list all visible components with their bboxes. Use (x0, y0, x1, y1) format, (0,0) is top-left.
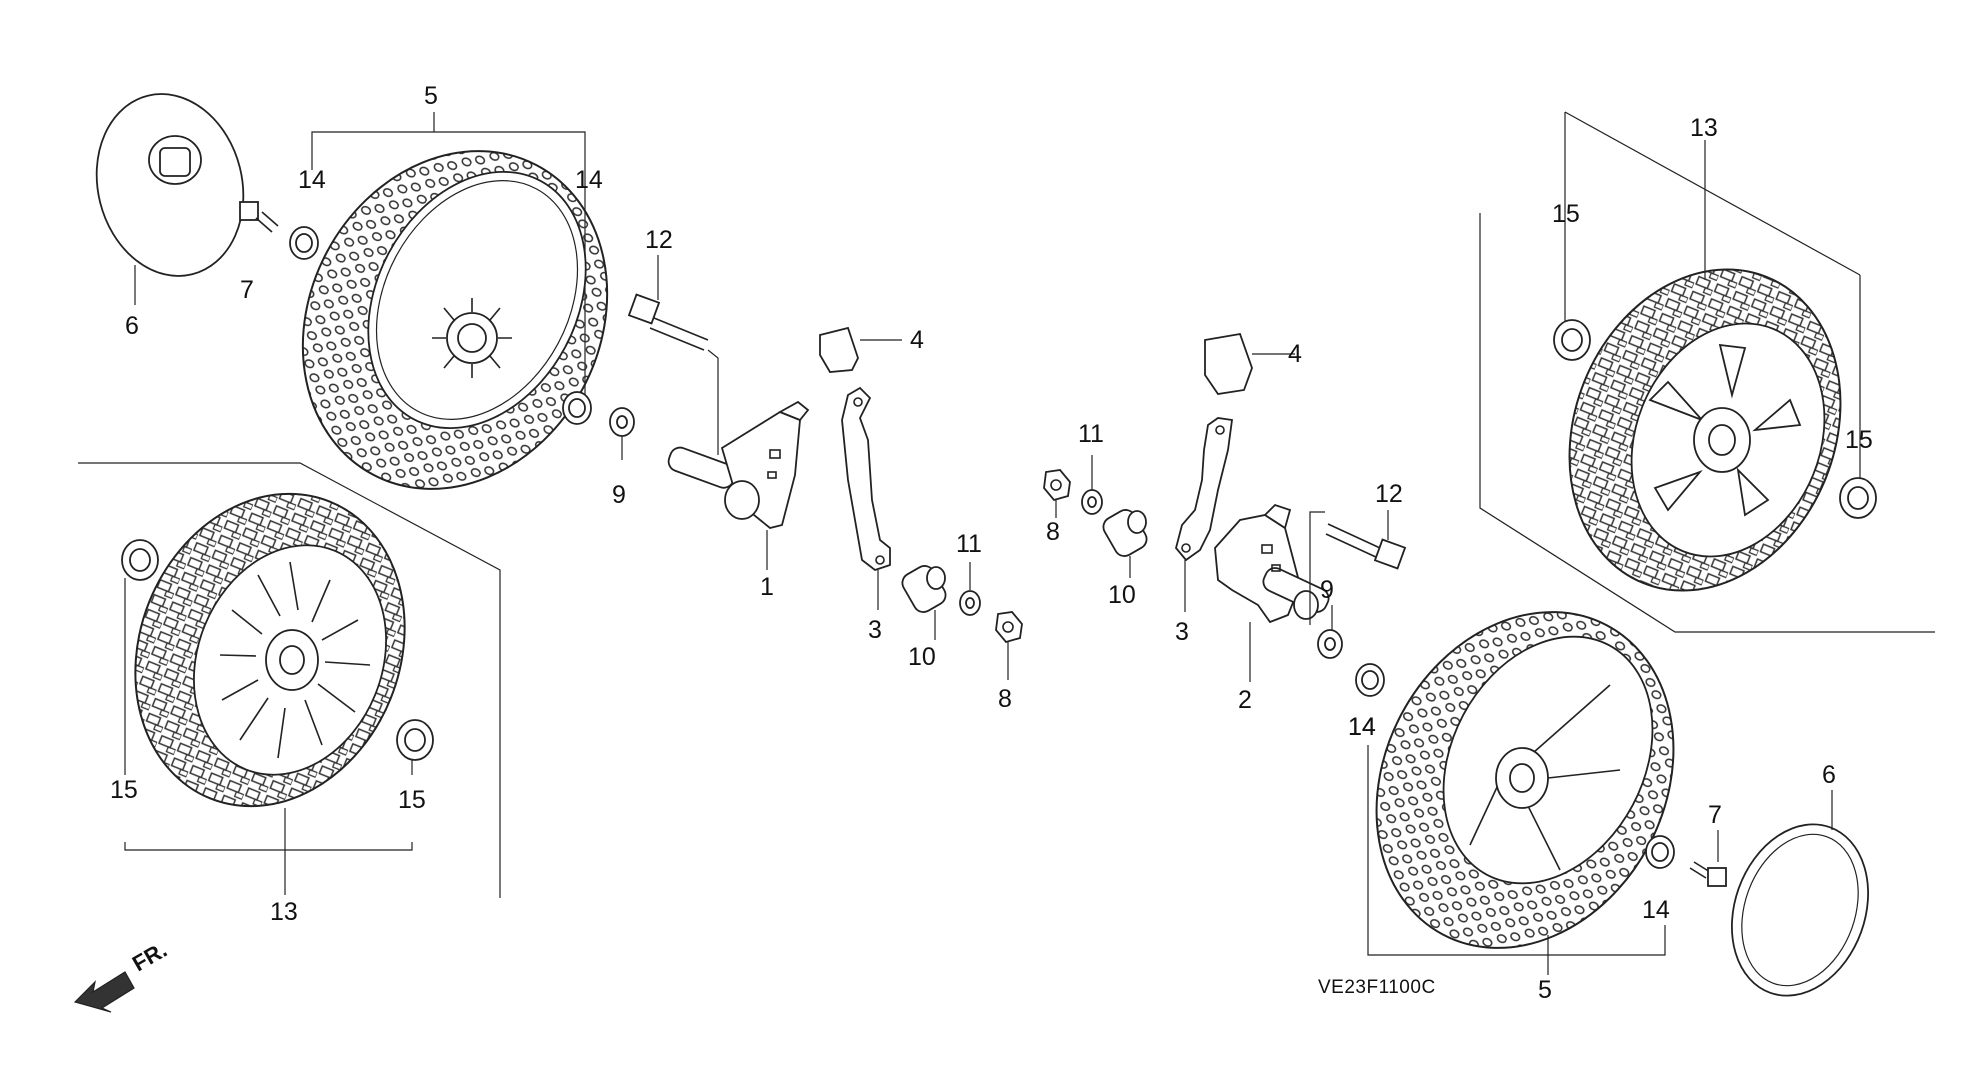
callout-11: 11 (1078, 420, 1104, 448)
rear-right-frame-line (1479, 213, 1935, 633)
callout-7: 7 (240, 276, 254, 304)
nut-8-left (995, 611, 1023, 680)
bracket-line-13-right (1564, 111, 1861, 276)
cap-4-right (1204, 332, 1295, 395)
callout-8: 8 (998, 685, 1012, 713)
link-3-left (841, 386, 891, 610)
callout-15: 15 (110, 776, 138, 804)
callout-13: 13 (1690, 114, 1718, 142)
nut-15-right-b (1839, 477, 1877, 519)
hubcap-6-right (1731, 790, 1869, 997)
link-3-right (1175, 417, 1234, 612)
nut-15-left-b (396, 719, 434, 775)
bolt-12-right (1309, 510, 1407, 625)
wheel-5-right (1375, 611, 1675, 975)
callout-14: 14 (1642, 896, 1670, 924)
callout-14: 14 (1348, 713, 1376, 741)
callout-14: 14 (575, 166, 603, 194)
nut-15-left-a (121, 539, 159, 775)
nut-14-right-a (1355, 663, 1666, 956)
callout-5: 5 (424, 82, 438, 110)
wheel-13-right (1568, 268, 1842, 592)
hub-star-5-left (432, 298, 512, 378)
washer-11-right (1081, 455, 1103, 515)
nut-14-left-upper (289, 226, 319, 260)
callout-12: 12 (645, 226, 673, 254)
diagram-code: VE23F1100C (1318, 977, 1436, 998)
spacer-10-left (901, 565, 947, 640)
washer-9-right (1317, 605, 1343, 659)
callout-15: 15 (1845, 426, 1873, 454)
callout-5: 5 (1538, 976, 1552, 1004)
spacer-10-right (1102, 509, 1148, 578)
bolt-12-left (627, 255, 719, 455)
callout-6: 6 (125, 312, 139, 340)
spokes-5-right (1469, 684, 1621, 871)
wheel-5-left (301, 150, 609, 490)
callout-9: 9 (612, 481, 626, 509)
nut-14-left-lower (562, 391, 592, 425)
callout-8: 8 (1046, 518, 1060, 546)
callout-7: 7 (1708, 801, 1722, 829)
nut-14-right-b (1645, 835, 1675, 869)
callout-15: 15 (398, 786, 426, 814)
callout-4: 4 (910, 326, 924, 354)
direction-label: FR. (128, 937, 171, 976)
callout-14: 14 (1348, 713, 1376, 741)
washer-11-left (959, 562, 981, 616)
callout-1: 1 (760, 573, 774, 601)
callout-9: 9 (1320, 576, 1334, 604)
callout-12: 12 (1375, 480, 1403, 508)
lever-1 (667, 400, 810, 570)
bolt-7-left (239, 201, 279, 233)
callout-6: 6 (1822, 761, 1836, 789)
callout-4: 4 (1288, 340, 1302, 368)
callout-3: 3 (868, 616, 882, 644)
cap-4-left (819, 326, 902, 373)
rear-left-frame-line (78, 462, 501, 898)
lever-2 (1214, 503, 1330, 682)
wheel-13-left (124, 492, 413, 895)
callout-3: 3 (1175, 618, 1189, 646)
callout-2: 2 (1238, 686, 1252, 714)
nut-8-right (1043, 469, 1071, 518)
nut-15-right-a (1553, 319, 1591, 361)
front-direction-arrow: FR. (73, 937, 171, 1013)
washer-9-left (609, 407, 635, 460)
callout-14: 14 (298, 166, 326, 194)
callout-13: 13 (270, 898, 298, 926)
bolt-7-right (1689, 830, 1727, 887)
spokes-13-right (1648, 343, 1802, 517)
callout-10: 10 (1108, 581, 1136, 609)
hubcap-6-left (95, 93, 245, 305)
callout-15: 15 (1552, 200, 1580, 228)
callout-10: 10 (908, 643, 936, 671)
callout-11: 11 (956, 530, 982, 558)
spokes-13-left (219, 561, 371, 759)
bracket-line-5-left (311, 131, 586, 170)
